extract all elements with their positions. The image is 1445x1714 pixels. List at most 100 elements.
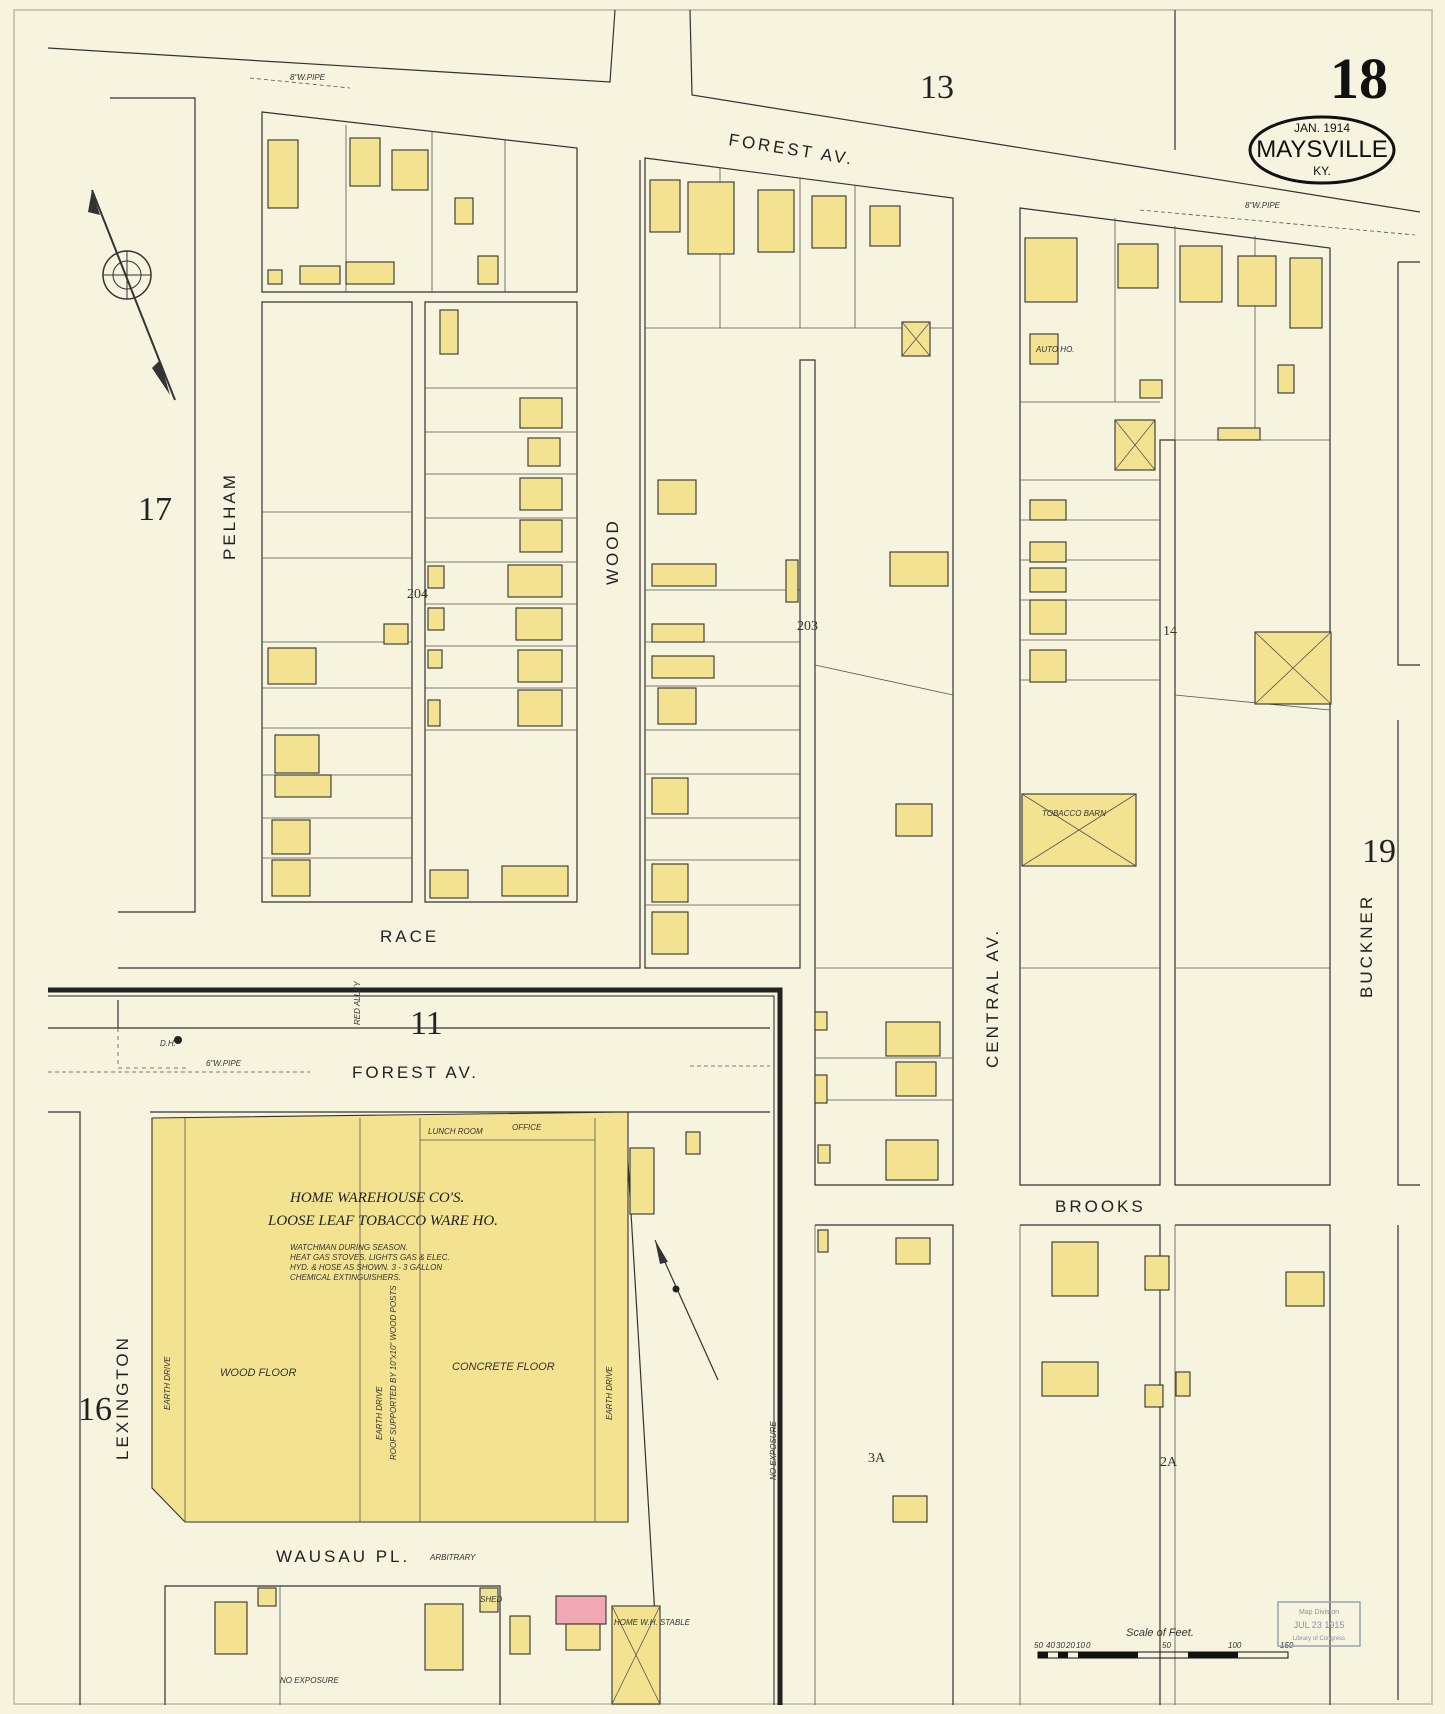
adjacent-sheet-11: 11 bbox=[410, 1005, 443, 1042]
lunch-room-label: LUNCH ROOM bbox=[428, 1127, 483, 1136]
block-number-14: 14 bbox=[1163, 624, 1177, 639]
block-number-3a: 3A bbox=[868, 1451, 886, 1466]
block-number-2a: 2A bbox=[1160, 1455, 1178, 1470]
adjacent-sheet-13: 13 bbox=[920, 69, 954, 106]
svg-text:Library of Congress: Library of Congress bbox=[1293, 1636, 1345, 1642]
block-number-204: 204 bbox=[407, 587, 428, 602]
dwellings-204-west bbox=[267, 623, 409, 897]
svg-text:20: 20 bbox=[1065, 1641, 1075, 1650]
district-boundary bbox=[48, 987, 783, 1705]
roof-support-note: ROOF SUPPORTED BY 10"x10" WOOD POSTS bbox=[389, 1285, 398, 1460]
dwelling-3a-2 bbox=[892, 1495, 928, 1523]
auto-house-label: AUTO HO. bbox=[1035, 345, 1075, 354]
sheet-number: 18 bbox=[1330, 46, 1388, 111]
lot-lines-west-204 bbox=[262, 511, 412, 859]
alley-dashed bbox=[117, 1028, 190, 1069]
water-pipe-label-nw: 8"W.PIPE bbox=[290, 73, 326, 82]
warehouse-note-1: WATCHMAN DURING SEASON. bbox=[290, 1243, 408, 1252]
stable-label: HOME W.H. STABLE bbox=[614, 1618, 691, 1627]
svg-text:50: 50 bbox=[1162, 1641, 1171, 1650]
warehouse-annex bbox=[629, 1147, 655, 1215]
svg-text:40: 40 bbox=[1046, 1641, 1055, 1650]
svg-text:0: 0 bbox=[1086, 1641, 1091, 1650]
block-204-north-lot bbox=[261, 111, 578, 293]
dwellings-204-east bbox=[427, 309, 569, 899]
street-race: RACE bbox=[380, 927, 439, 946]
library-stamp: Map Division JUL 23 1915 Library of Cong… bbox=[1277, 1601, 1361, 1647]
adjacent-sheet-16: 16 bbox=[78, 1391, 112, 1428]
street-edge-north-right bbox=[689, 9, 1421, 213]
water-pipe-label-ne: 8"W.PIPE bbox=[1245, 201, 1281, 210]
adjacent-sheet-17: 17 bbox=[138, 491, 172, 528]
arbitrary-label: ARBITRARY bbox=[429, 1553, 476, 1562]
dh-label: D.H. bbox=[160, 1039, 176, 1048]
block-3a-outline bbox=[815, 1224, 954, 1705]
dwellings-204-north bbox=[267, 137, 499, 285]
dwelling-3a-1 bbox=[895, 1237, 931, 1265]
office-label: OFFICE bbox=[512, 1123, 542, 1132]
small-outbuilding bbox=[685, 1131, 701, 1155]
water-pipe-nw bbox=[249, 77, 351, 89]
race-south-edge bbox=[118, 160, 641, 969]
water-pipe-south bbox=[48, 1065, 770, 1073]
water-pipe-label-sw: 6"W.PIPE bbox=[206, 1059, 242, 1068]
dwelling-3a-3 bbox=[817, 1229, 829, 1253]
cross-marked-outbuildings bbox=[901, 321, 1332, 867]
block-19-edge bbox=[1397, 261, 1420, 1700]
compass-rose-icon bbox=[88, 189, 176, 401]
block-16-edge bbox=[48, 1111, 81, 1705]
lot-lines-203-east bbox=[814, 664, 954, 1101]
svg-text:10: 10 bbox=[1076, 1641, 1085, 1650]
street-buckner: BUCKNER bbox=[1357, 894, 1376, 998]
north-arrow-icon bbox=[654, 1239, 719, 1381]
earth-drive-west: EARTH DRIVE bbox=[163, 1356, 172, 1410]
lot-lines-203-west bbox=[645, 327, 953, 906]
street-edge-north-left bbox=[47, 9, 616, 83]
dwelling-bottom-3 bbox=[424, 1603, 464, 1671]
warehouse-title: HOME WAREHOUSE CO'S. bbox=[289, 1190, 464, 1206]
block-17-outline bbox=[110, 97, 196, 913]
state-name: KY. bbox=[1313, 164, 1331, 178]
title-cartouche bbox=[1248, 115, 1396, 185]
scale-bar bbox=[1037, 1651, 1289, 1659]
dwellings-203 bbox=[649, 179, 949, 1181]
street-wood: WOOD bbox=[603, 518, 622, 585]
svg-text:30: 30 bbox=[1056, 1641, 1065, 1650]
no-exposure-label-east: NO EXPOSURE bbox=[769, 1421, 778, 1480]
stable-cross bbox=[611, 1605, 661, 1705]
dwellings-14 bbox=[1021, 237, 1332, 867]
block-number-203: 203 bbox=[797, 619, 818, 634]
no-exposure-label-south: NO EXPOSURE bbox=[280, 1676, 339, 1685]
warehouse-interior-lines bbox=[184, 1118, 596, 1522]
adjacent-sheet-19: 19 bbox=[1362, 833, 1396, 870]
dwelling-bottom-1 bbox=[214, 1601, 248, 1655]
block-204-east bbox=[424, 301, 578, 903]
dwelling-bottom-5 bbox=[509, 1615, 531, 1655]
dwelling-bottom-2 bbox=[257, 1587, 277, 1607]
warehouse-note-2: HEAT GAS STOVES. LIGHTS GAS & ELEC. bbox=[290, 1253, 450, 1262]
dwelling-bottom-4 bbox=[479, 1587, 499, 1613]
lot-lines-east-204 bbox=[425, 387, 577, 731]
earth-drive-east: EARTH DRIVE bbox=[605, 1366, 614, 1420]
block-204-west bbox=[261, 301, 413, 903]
tobacco-barn-label: TOBACCO BARN bbox=[1042, 809, 1106, 818]
block-203-outline bbox=[644, 157, 954, 1186]
block-2a-outline bbox=[1020, 1224, 1331, 1705]
street-central-av: CENTRAL AV. bbox=[983, 928, 1002, 1068]
wood-floor-label: WOOD FLOOR bbox=[220, 1367, 296, 1379]
brick-building bbox=[555, 1595, 607, 1625]
concrete-floor-label: CONCRETE FLOOR bbox=[452, 1361, 555, 1373]
dwellings-2a bbox=[1041, 1241, 1325, 1408]
district-boundary-inner bbox=[48, 995, 775, 1705]
sheet-date: JAN. 1914 bbox=[1294, 121, 1350, 135]
street-forest-av-south: FOREST AV. bbox=[352, 1063, 479, 1082]
street-pelham: PELHAM bbox=[220, 472, 239, 560]
street-wausau-pl: WAUSAU PL. bbox=[276, 1547, 410, 1566]
earth-drive-center: EARTH DRIVE bbox=[375, 1386, 384, 1440]
street-lexington: LEXINGTON bbox=[113, 1335, 132, 1460]
home-warehouse-building bbox=[151, 1111, 629, 1523]
shed-label: SHED bbox=[480, 1595, 502, 1604]
dwelling-rear bbox=[565, 1623, 601, 1651]
warehouse-subtitle: LOOSE LEAF TOBACCO WARE HO. bbox=[267, 1213, 498, 1229]
